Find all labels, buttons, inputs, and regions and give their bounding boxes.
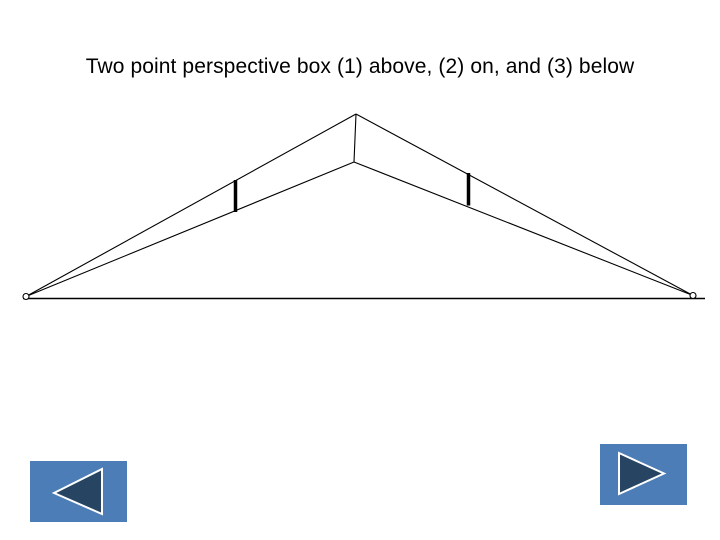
near-vertical-edge — [353, 113, 357, 163]
corner-to-right-vp — [353, 161, 694, 297]
left-vanishing-point — [22, 292, 30, 301]
corner-to-left-vp — [25, 161, 355, 298]
next-slide-button[interactable] — [600, 444, 687, 505]
right-arrow-icon — [618, 451, 667, 496]
apex-to-right-vp — [355, 113, 694, 296]
slide-title: Two point perspective box (1) above, (2)… — [85, 55, 635, 78]
right-vanishing-point — [689, 291, 697, 300]
left-arrow-icon — [51, 467, 103, 516]
apex-to-left-vp — [25, 113, 357, 297]
previous-slide-button[interactable] — [30, 461, 127, 522]
